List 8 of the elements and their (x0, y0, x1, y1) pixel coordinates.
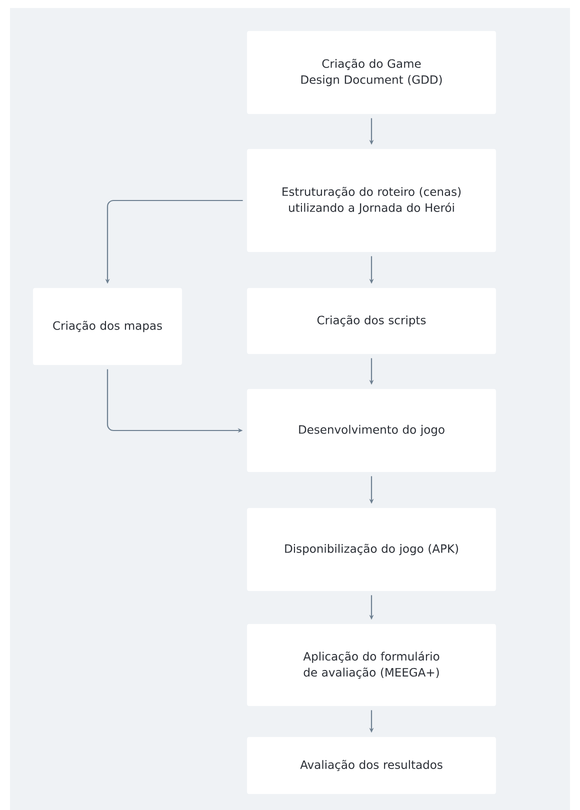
process-box: Aplicação do formulário de avaliação (MEEGA+) (247, 624, 496, 706)
process-box: Criação do Game Design Document (GDD) (247, 31, 496, 114)
process-box: Criação dos mapas (33, 288, 182, 365)
process-box: Avaliação dos resultados (247, 737, 496, 794)
process-box: Desenvolvimento do jogo (247, 389, 496, 472)
process-box: Disponibilização do jogo (APK) (247, 508, 496, 591)
process-box: Criação dos scripts (247, 288, 496, 354)
process-box: Estruturação do roteiro (cenas) utilizando a Jornada do Herói (247, 149, 496, 252)
